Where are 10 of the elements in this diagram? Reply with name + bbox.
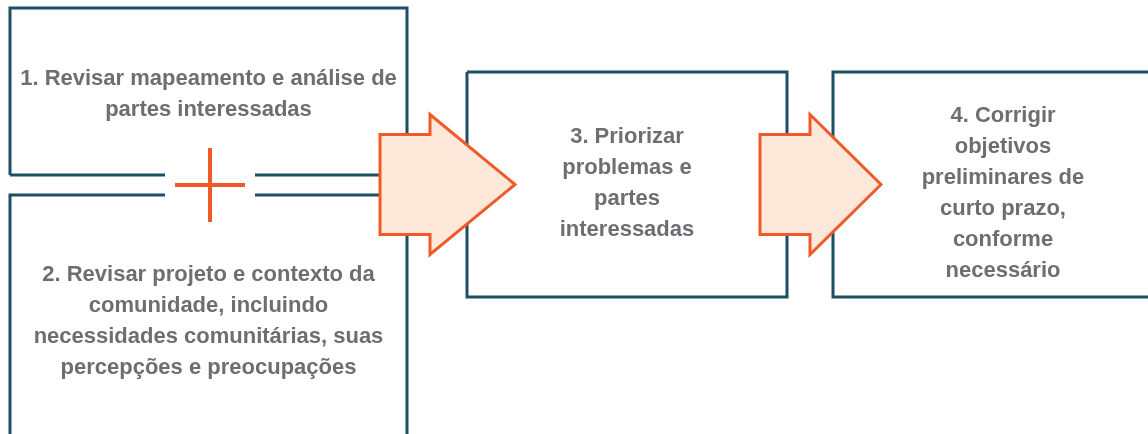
process-box [833, 72, 1148, 297]
step-text: 2. Revisar projeto e contexto da comunidade, incluindo necessidades comunitárias, suas percepções e preocupações [32, 260, 385, 381]
block-arrow [378, 111, 518, 258]
process-box [10, 195, 407, 434]
block-arrow [758, 110, 884, 259]
process-box [467, 72, 787, 297]
step-text: 4. Corrigir objetivos preliminares de curto prazo, conforme necessário [920, 101, 1086, 284]
process-box [10, 8, 407, 175]
step-text: 3. Priorizar problemas e partes interessadas [558, 122, 696, 243]
step-text: 1. Revisar mapeamento e análise de partes interessadas [20, 64, 397, 123]
